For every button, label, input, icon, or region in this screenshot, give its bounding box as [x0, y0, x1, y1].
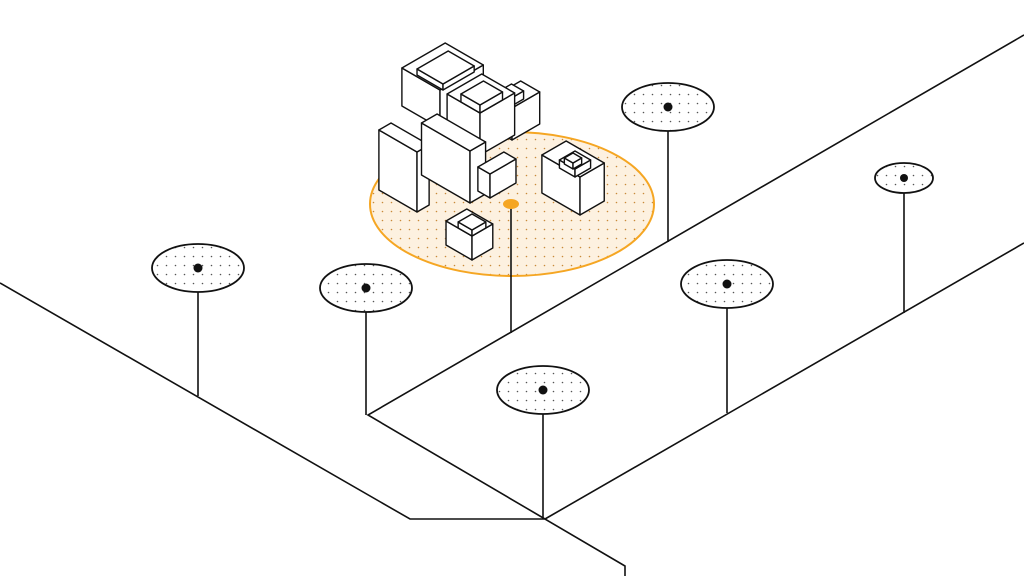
- building: [460, 80, 504, 114]
- network-node[interactable]: [621, 82, 715, 132]
- network-node-small[interactable]: [874, 162, 934, 194]
- building: [457, 213, 487, 237]
- nodes: [151, 82, 934, 415]
- hub-node[interactable]: [503, 199, 519, 209]
- building: [378, 122, 430, 213]
- building: [477, 151, 517, 199]
- main-line-right: [544, 242, 1024, 520]
- building-cluster: [378, 42, 605, 261]
- building: [416, 50, 475, 91]
- network-node[interactable]: [319, 263, 413, 313]
- network-node[interactable]: [496, 365, 590, 415]
- network-node[interactable]: [680, 259, 774, 309]
- building: [563, 152, 583, 170]
- branch-line: [366, 34, 1024, 520]
- main-line-left: [0, 282, 626, 576]
- network-node[interactable]: [151, 243, 245, 293]
